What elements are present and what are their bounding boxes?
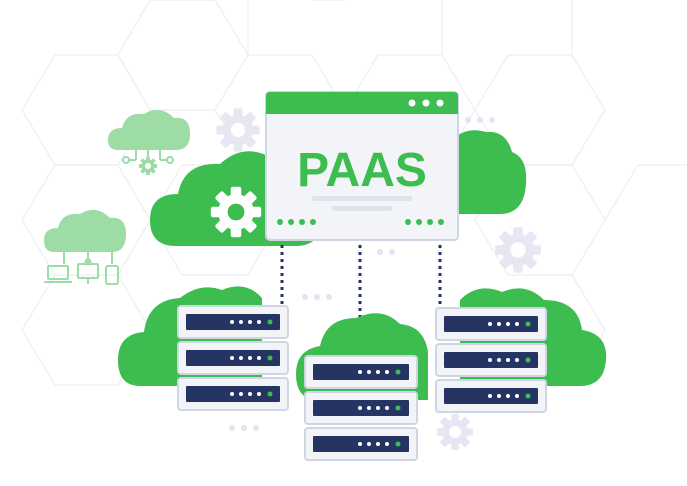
server-unit <box>177 377 289 411</box>
server-unit <box>435 379 547 413</box>
window-controls <box>408 99 444 107</box>
cloud-icon <box>452 130 527 214</box>
server-unit <box>304 355 418 389</box>
gear-icon <box>216 108 260 152</box>
subtitle-bar-short <box>332 206 392 211</box>
gear-icon <box>495 227 541 273</box>
server-rack-center <box>304 355 418 461</box>
footer-dots-right <box>405 219 444 225</box>
footer-dots-left <box>277 219 316 225</box>
server-unit <box>177 305 289 339</box>
server-unit <box>304 391 418 425</box>
server-rack-left <box>177 305 289 411</box>
server-unit <box>435 343 547 377</box>
cloud-network-icon <box>108 109 190 176</box>
paas-window: PAAS <box>265 91 459 241</box>
paas-title: PAAS <box>297 144 427 197</box>
gear-icon <box>210 186 262 238</box>
gear-icon <box>437 414 473 450</box>
server-unit <box>177 341 289 375</box>
server-unit <box>304 427 418 461</box>
server-unit <box>435 307 547 341</box>
server-rack-right <box>435 307 547 413</box>
subtitle-bar <box>312 196 412 201</box>
cloud-devices-icon <box>44 209 126 285</box>
